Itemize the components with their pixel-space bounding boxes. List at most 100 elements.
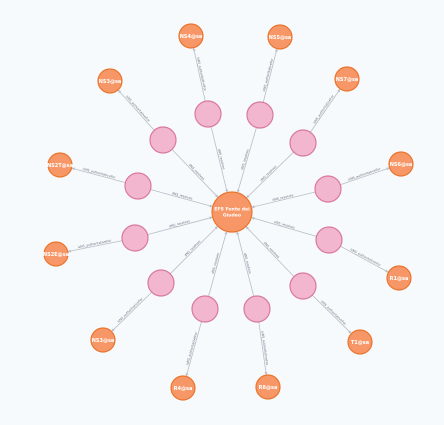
authoritative-edge-line-4 (340, 245, 389, 273)
nameserver-node-5[interactable]: T1@sa (347, 329, 373, 355)
resolves-edge-label-9: dNS_resolves (169, 219, 191, 228)
resolver-node-4[interactable] (315, 226, 343, 254)
nameserver-node-10[interactable]: NS2T@sa (47, 152, 73, 178)
resolves-edge-label-8: dNS_resolves (184, 239, 202, 257)
nameserver-label-5: T1@sa (351, 340, 369, 346)
nameserver-circle-2[interactable] (334, 66, 360, 92)
resolves-edge-label-10: dNS_resolves (171, 191, 193, 201)
resolves-edge-arrow-9 (209, 216, 213, 220)
nameserver-circle-7[interactable] (170, 375, 196, 401)
nameserver-node-0[interactable]: NS4@sa (178, 23, 204, 49)
authoritative-edge-label-10: isNS_authoritativeFor (82, 167, 117, 180)
resolver-node-11[interactable] (149, 126, 177, 154)
nameserver-label-4: R1@sa (390, 276, 409, 282)
resolver-node-1[interactable] (246, 101, 274, 129)
nameserver-node-1[interactable]: NS5@sa (267, 24, 293, 50)
nameserver-circle-3[interactable] (388, 151, 414, 177)
hub-label-line-1: EFS Fonte dei (214, 207, 250, 213)
nameserver-label-0: NS4@sa (180, 34, 203, 40)
nameserver-node-2[interactable]: NS7@sa (334, 66, 360, 92)
resolver-node-9[interactable] (121, 224, 149, 252)
authoritative-edge-arrow-5 (348, 330, 352, 334)
nameserver-circle-5[interactable] (347, 329, 373, 355)
nameserver-circle-0[interactable] (178, 23, 204, 49)
authoritative-edge-arrow-8 (111, 328, 115, 332)
resolves-edge-arrow-7 (224, 231, 228, 235)
authoritative-edge-arrow-6 (264, 371, 268, 376)
nameserver-label-6: R8@sa (259, 385, 278, 391)
resolves-edge-arrow-11 (215, 194, 219, 198)
hub-label-line-2: Giudeo (223, 213, 241, 219)
authoritative-edge-line-8 (111, 291, 153, 332)
resolves-edge-label-3: dNS_resolves (272, 193, 294, 202)
nameserver-node-6[interactable]: R8@sa (255, 374, 281, 400)
nameserver-node-7[interactable]: R4@sa (170, 375, 196, 401)
nameserver-label-1: NS5@sa (269, 35, 292, 41)
resolver-node-5[interactable] (289, 272, 317, 300)
authoritative-edge-label-7: isNS_authoritativeFor (185, 331, 198, 366)
authoritative-edge-line-5 (311, 294, 352, 334)
nameserver-circle-9[interactable] (43, 241, 69, 267)
resolves-edge-arrow-1 (236, 189, 240, 193)
nameserver-circle-4[interactable] (386, 265, 412, 291)
resolver-node-10[interactable] (124, 172, 152, 200)
authoritative-edge-label-9: isNS_authoritativeFor (77, 238, 112, 249)
nameserver-label-10: NS2T@sa (47, 163, 73, 169)
resolver-node-8[interactable] (147, 269, 175, 297)
resolves-edge-label-7: dNS_resolves (211, 252, 221, 274)
authoritative-edge-label-4: isNS_authoritativeFor (350, 247, 382, 267)
resolves-edge-line-6 (236, 231, 255, 297)
hub-node[interactable]: EFS Fonte dei Giudeo (211, 191, 253, 233)
resolves-edge-arrow-5 (245, 226, 250, 230)
authoritative-edge-arrow-2 (337, 88, 341, 93)
nameserver-label-8: NS3@sa (92, 338, 115, 344)
resolves-edge-label-4: dNS_resolves (274, 220, 296, 230)
resolver-node-0[interactable] (194, 100, 222, 128)
nameserver-node-4[interactable]: R1@sa (386, 265, 412, 291)
resolves-edge-label-1: dNS_resolves (240, 148, 250, 170)
nameserver-node-9[interactable]: NS2E@sa (43, 241, 69, 267)
nameserver-circle-1[interactable] (267, 24, 293, 50)
nameserver-node-3[interactable]: NS6@sa (388, 151, 414, 177)
nameserver-node-8[interactable]: NS3@sa (90, 327, 116, 353)
nameserver-label-3: NS6@sa (390, 162, 413, 168)
authoritative-edge-line-2 (310, 88, 341, 133)
nameserver-circle-8[interactable] (90, 327, 116, 353)
nameserver-circle-6[interactable] (255, 374, 281, 400)
authoritative-edge-line-11 (117, 89, 155, 131)
resolver-node-7[interactable] (191, 295, 219, 323)
nameserver-label-11: NS3@sa (99, 79, 122, 85)
authoritative-edge-arrow-9 (67, 249, 71, 253)
authoritative-edge-arrow-11 (118, 89, 122, 94)
resolves-edge-line-9 (147, 216, 213, 236)
authoritative-edge-arrow-1 (274, 48, 278, 52)
nameserver-label-2: NS7@sa (336, 77, 359, 83)
nameserver-node-11[interactable]: NS3@sa (97, 68, 123, 94)
resolves-edge-label-0: dNS_resolves (217, 148, 226, 170)
authoritative-edge-label-5: isNS_authoritativeFor (320, 299, 348, 326)
resolver-node-2[interactable] (289, 129, 317, 157)
authoritative-edge-line-6 (258, 321, 267, 376)
resolves-edge-arrow-6 (236, 231, 240, 235)
resolves-edge-label-11: dNS_resolves (188, 163, 206, 181)
resolves-edge-arrow-2 (246, 194, 250, 199)
authoritative-edge-arrow-3 (386, 167, 390, 171)
resolves-edge-arrow-3 (251, 205, 255, 209)
hub-circle[interactable] (211, 191, 253, 233)
authoritative-edge-line-7 (185, 321, 202, 377)
resolver-node-6[interactable] (243, 295, 271, 323)
resolves-edge-label-6: dNS_resolves (243, 253, 252, 275)
resolves-edge-line-11 (171, 149, 219, 198)
resolver-node-3[interactable] (314, 175, 342, 203)
nameserver-circle-10[interactable] (47, 152, 73, 178)
resolves-edge-arrow-10 (209, 204, 213, 208)
authoritative-edge-label-2: isNS_authoritativeFor (312, 94, 335, 125)
nameserver-circle-11[interactable] (97, 68, 123, 94)
resolves-edge-line-2 (246, 151, 294, 199)
resolves-edge-line-8 (169, 225, 219, 275)
authoritative-edge-arrow-4 (385, 269, 389, 273)
nameserver-label-7: R4@sa (174, 386, 193, 392)
resolves-edge-arrow-4 (251, 216, 255, 220)
